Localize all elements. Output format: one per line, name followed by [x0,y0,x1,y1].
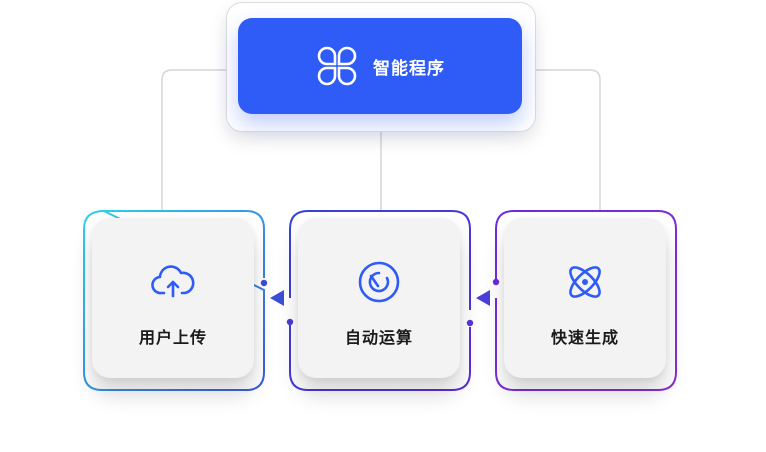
step-card-compute: 自动运算 [298,218,460,378]
connector-dot [260,279,268,287]
outline-upload [83,209,265,391]
step-label: 快速生成 [550,328,619,347]
step-card-generate: 快速生成 [504,218,666,378]
flow-arrow-left-2 [476,290,490,306]
step-card-upload: 用户上传 [92,218,254,378]
rotate-cycle-icon [358,261,400,303]
clover-app-icon [317,46,357,86]
tree-connector-lines [161,69,601,212]
outline-compute [289,210,471,391]
program-title: 智能程序 [373,58,445,79]
orbit-atom-icon [569,266,601,298]
connector-dot [492,278,500,286]
cloud-upload-icon [151,265,195,298]
program-card: 智能程序 [238,18,522,114]
connector-dot [286,318,294,326]
connector-dot [466,319,474,327]
outline-generate [495,210,677,391]
step-label: 用户上传 [138,328,207,347]
flow-arrow-left-1 [270,290,284,306]
step-label: 自动运算 [344,328,413,347]
